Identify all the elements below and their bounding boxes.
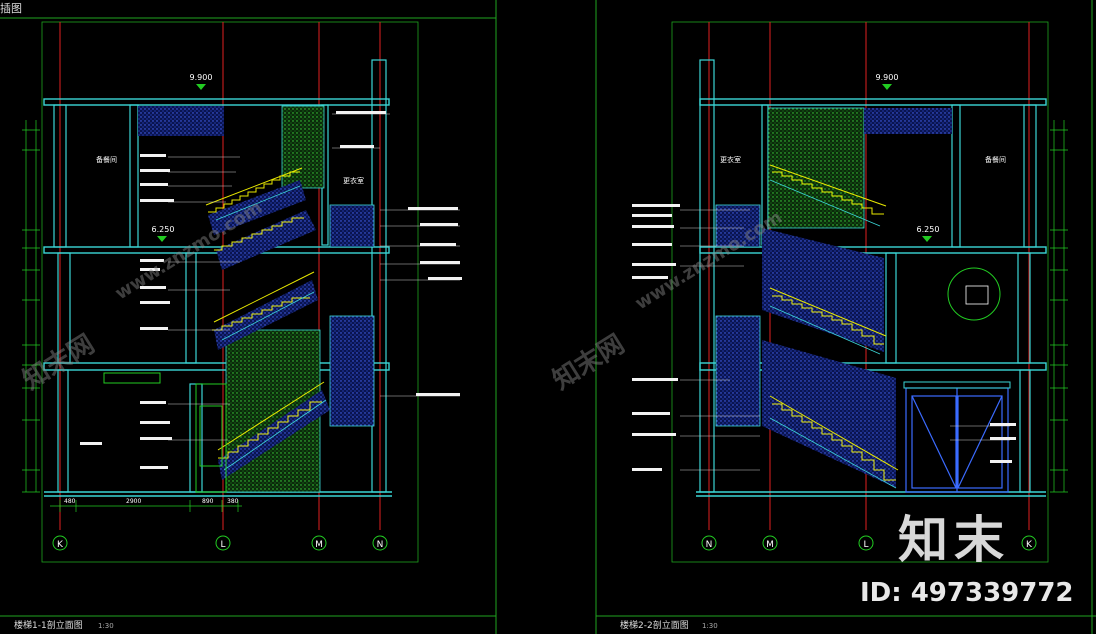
left-stair-flights bbox=[205, 167, 330, 480]
corner-label: 插图 bbox=[0, 2, 22, 15]
left-axis-label-n: N bbox=[377, 540, 384, 550]
left-level-mid-label: 6.250 bbox=[152, 225, 175, 234]
left-level-marker-top: 9.900 bbox=[190, 73, 213, 90]
left-floor-slabs bbox=[43, 98, 392, 497]
right-room-label-upper: 备餐间 bbox=[985, 155, 1006, 164]
right-axis-label-l: L bbox=[863, 540, 868, 550]
right-drawing-caption: 楼梯2-2剖立面图 bbox=[620, 619, 689, 631]
left-bottom-dimension-line bbox=[50, 500, 242, 512]
left-room-label-upper: 备餐间 bbox=[96, 155, 117, 164]
left-level-marker-mid: 6.250 bbox=[152, 225, 175, 242]
left-dim-1: 2900 bbox=[126, 498, 141, 505]
right-level-marker-mid: 6.250 bbox=[917, 225, 940, 242]
left-dim-3: 380 bbox=[227, 498, 239, 505]
right-stair-flights bbox=[762, 164, 899, 489]
left-dimension-strip bbox=[22, 120, 40, 493]
right-level-mid-label: 6.250 bbox=[917, 225, 940, 234]
right-axis-label-m: M bbox=[766, 540, 774, 550]
left-section-drawing: 9.900 6.250 备餐间 更衣室 480 2900 890 bbox=[14, 21, 462, 631]
left-axis-lines bbox=[59, 22, 381, 530]
left-axis-label-k: K bbox=[57, 540, 64, 550]
left-level-top-label: 9.900 bbox=[190, 73, 213, 82]
right-axis-label-k: K bbox=[1026, 540, 1033, 550]
left-dim-2: 890 bbox=[202, 498, 214, 505]
right-axis-bubbles: N M L K bbox=[701, 535, 1037, 551]
left-dim-0: 480 bbox=[64, 498, 76, 505]
right-drawing-scale: 1:30 bbox=[702, 622, 718, 630]
left-drawing-scale: 1:30 bbox=[98, 622, 114, 630]
left-axis-label-m: M bbox=[315, 540, 323, 550]
right-detail-bubble bbox=[947, 267, 1001, 321]
right-annotation-leaders bbox=[632, 204, 1016, 471]
right-level-top-label: 9.900 bbox=[876, 73, 899, 82]
left-axis-label-l: L bbox=[220, 540, 225, 550]
left-walls bbox=[53, 59, 387, 493]
right-section-drawing: 9.900 6.250 备餐间 更衣室 N M L K bbox=[620, 21, 1068, 631]
right-level-marker-top: 9.900 bbox=[876, 73, 899, 90]
brand-watermark: 知末 bbox=[898, 511, 1010, 569]
right-dimension-strip bbox=[1050, 120, 1068, 493]
left-axis-bubbles: K L M N bbox=[52, 535, 388, 551]
left-drawing-caption: 楼梯1-1剖立面图 bbox=[14, 619, 83, 631]
right-room-label-small: 更衣室 bbox=[720, 155, 741, 164]
left-annotation-leaders bbox=[80, 111, 462, 469]
brand-id-watermark: ID: 497339772 bbox=[860, 578, 1074, 608]
watermark-cn-right: 知末网 bbox=[548, 329, 630, 396]
right-axis-label-n: N bbox=[706, 540, 713, 550]
left-room-label-small: 更衣室 bbox=[343, 176, 364, 185]
